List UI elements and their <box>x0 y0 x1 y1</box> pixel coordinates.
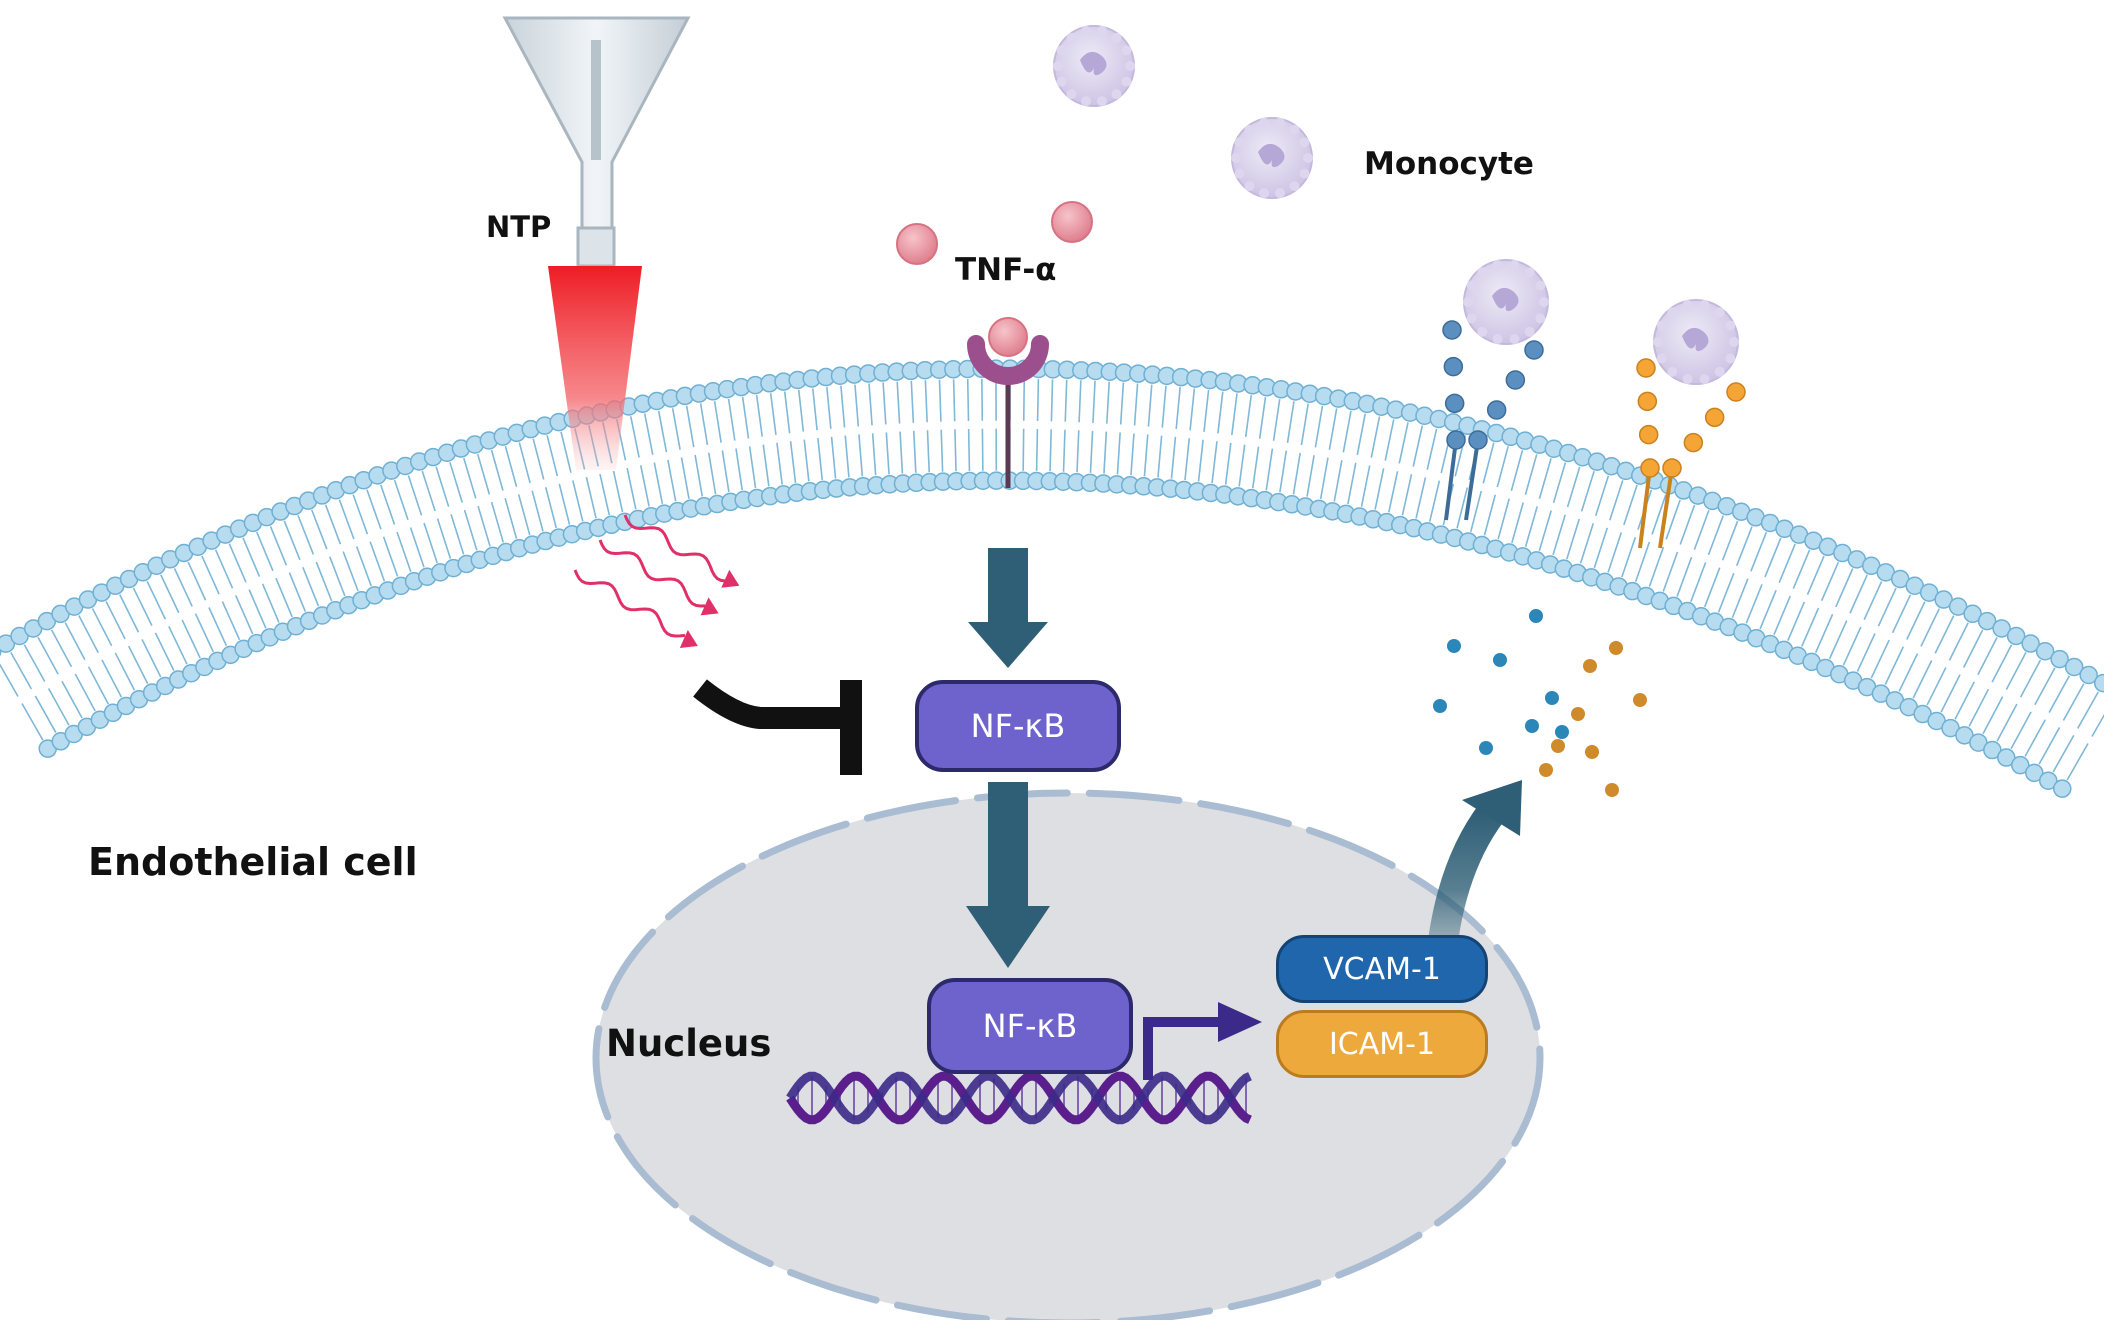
nfkb-nucleus-badge: NF-κB <box>927 978 1133 1074</box>
tnf-label: TNF-α <box>955 252 1056 288</box>
tnf-receptor-icon <box>976 318 1040 488</box>
tnf-molecule-2 <box>1052 202 1092 242</box>
vcam-1-badge: VCAM-1 <box>1276 935 1488 1003</box>
arrow-receptor-to-nfkb <box>968 548 1048 668</box>
nfkb-cytoplasm-badge: NF-κB <box>915 680 1121 772</box>
secreted-particles <box>1433 609 1647 797</box>
monocyte-label: Monocyte <box>1364 146 1534 182</box>
monocyte-cell-1 <box>1053 26 1135 106</box>
monocyte-cells <box>1053 26 1739 384</box>
inhibition-bar-icon <box>700 688 855 718</box>
icam-1-badge: ICAM-1 <box>1276 1010 1488 1078</box>
nucleus-label: Nucleus <box>606 1022 771 1065</box>
monocyte-cell-3 <box>1463 260 1549 344</box>
monocyte-cell-2 <box>1231 118 1313 198</box>
ntp-label: NTP <box>486 210 551 244</box>
tnf-molecule-1 <box>897 224 937 264</box>
endothelial-cell-label: Endothelial cell <box>88 840 418 884</box>
monocyte-cell-4 <box>1653 300 1739 384</box>
